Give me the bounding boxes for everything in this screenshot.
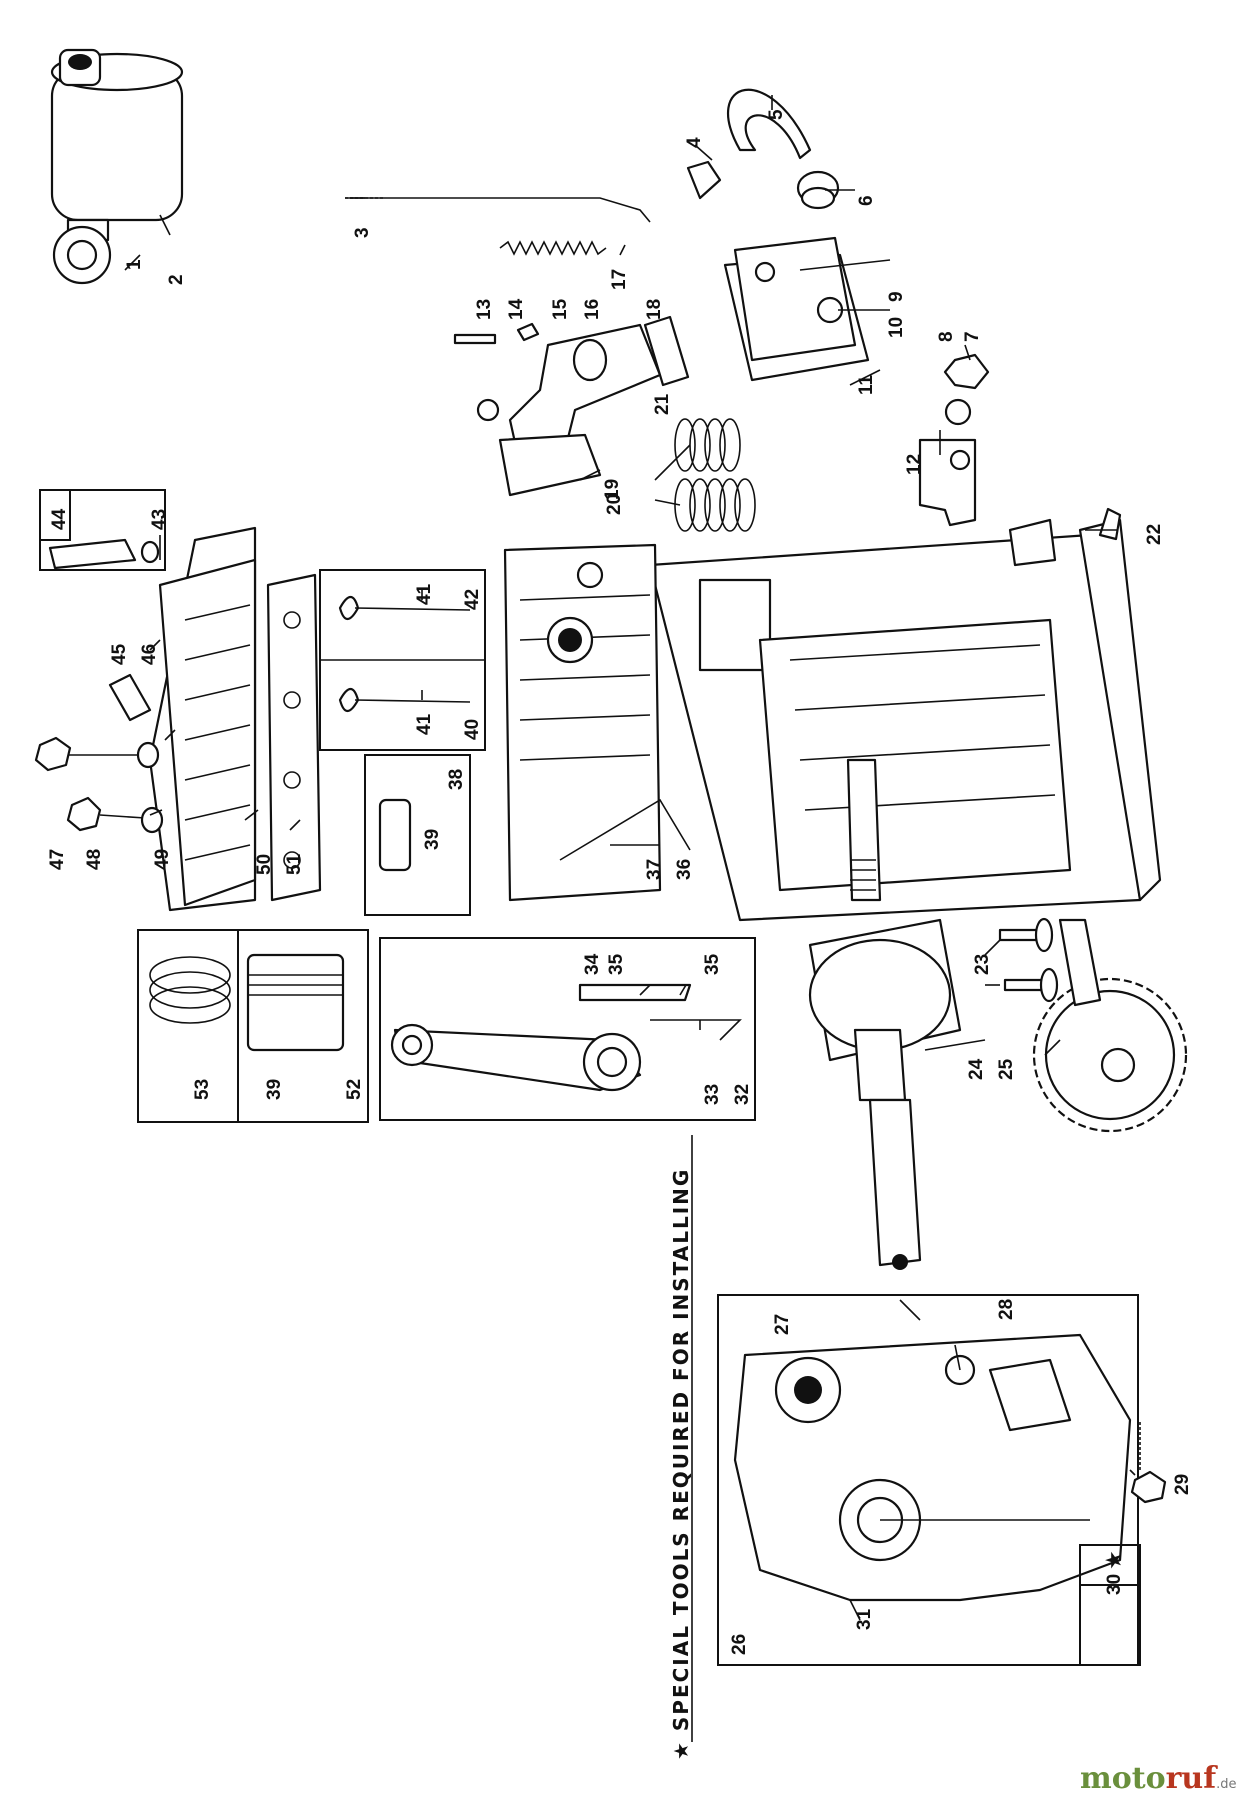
crankcase-cover-box — [717, 1294, 1139, 1666]
label-3: 3 — [352, 227, 373, 238]
label-15: 15 — [550, 298, 571, 320]
label-16: 16 — [582, 299, 603, 320]
leader-lines — [124, 95, 1136, 1621]
bolt-29 — [1130, 1420, 1167, 1504]
label-13: 13 — [474, 299, 495, 320]
label-49: 49 — [152, 849, 173, 870]
piston-pin-box — [364, 754, 471, 916]
crankshaft — [808, 758, 962, 1270]
callout-labels: 1 2 3 4 5 6 7 8 9 10 11 12 13 14 15 16 1… — [47, 109, 1193, 1655]
cylinder-head — [108, 526, 322, 912]
label-41b: 41 — [414, 713, 435, 735]
label-31: 31 — [854, 1608, 875, 1630]
label-53: 53 — [192, 1079, 213, 1100]
label-52: 52 — [344, 1079, 365, 1100]
air-cleaner-assembly — [50, 48, 184, 285]
cylinder-block — [503, 507, 1162, 922]
label-5: 5 — [766, 109, 787, 120]
watermark-logo: motoruf.de — [1080, 1761, 1237, 1796]
bolt-7 — [943, 353, 990, 426]
label-17: 17 — [609, 269, 630, 290]
label-47: 47 — [47, 849, 68, 870]
label-9: 9 — [886, 291, 907, 302]
connecting-rod-box — [379, 937, 756, 1121]
label-51: 51 — [284, 853, 305, 875]
special-tool-30-box — [1079, 1544, 1141, 1666]
label-29: 29 — [1172, 1474, 1193, 1495]
label-20: 20 — [604, 494, 625, 515]
label-38: 38 — [446, 769, 467, 790]
label-41a: 41 — [414, 583, 435, 605]
label-30: 30 ★ — [1104, 1552, 1125, 1595]
label-10: 10 — [886, 317, 907, 338]
valve-tappets — [998, 917, 1059, 1003]
label-28: 28 — [996, 1299, 1017, 1320]
spark-plug-box — [39, 489, 166, 571]
valve-springs — [674, 418, 756, 532]
label-23: 23 — [972, 954, 993, 975]
label-6: 6 — [856, 195, 877, 206]
label-25: 25 — [996, 1058, 1017, 1080]
label-14: 14 — [506, 298, 527, 320]
label-18: 18 — [644, 299, 665, 320]
camshaft-gear — [1032, 918, 1188, 1133]
label-22: 22 — [1144, 524, 1165, 545]
breather-tube — [686, 88, 840, 210]
label-21: 21 — [652, 393, 673, 415]
label-24: 24 — [966, 1058, 987, 1080]
label-35b: 35 — [702, 953, 723, 975]
label-50: 50 — [254, 854, 275, 875]
label-32: 32 — [732, 1084, 753, 1105]
breather-assembly — [723, 236, 870, 382]
label-19: 19 — [602, 479, 623, 500]
label-39a: 39 — [422, 829, 443, 850]
label-48: 48 — [84, 849, 105, 870]
label-33: 33 — [702, 1084, 723, 1105]
valve-box — [319, 569, 486, 751]
piston-box — [137, 929, 369, 1123]
governor-spring — [499, 240, 607, 256]
label-37: 37 — [644, 859, 665, 880]
label-43: 43 — [149, 509, 170, 530]
label-34: 34 — [582, 953, 603, 975]
head-bolts — [34, 736, 164, 834]
label-8: 8 — [936, 331, 957, 342]
intake-elbow-assembly — [453, 315, 690, 497]
label-44: 44 — [49, 508, 70, 530]
label-46: 46 — [139, 644, 160, 665]
label-45: 45 — [109, 643, 130, 665]
label-4: 4 — [684, 137, 705, 148]
governor-link — [345, 197, 651, 223]
label-12: 12 — [904, 454, 925, 475]
bracket-12 — [918, 438, 977, 527]
special-tools-note: ★ SPECIAL TOOLS REQUIRED FOR INSTALLING — [669, 1168, 693, 1760]
label-26: 26 — [729, 1634, 750, 1655]
label-40: 40 — [462, 719, 483, 740]
label-1: 1 — [124, 259, 145, 270]
label-35a: 35 — [606, 953, 627, 975]
label-36: 36 — [674, 859, 695, 880]
label-7: 7 — [962, 331, 983, 342]
label-27: 27 — [772, 1314, 793, 1335]
label-42: 42 — [462, 589, 483, 610]
label-2: 2 — [166, 274, 187, 285]
label-39b: 39 — [264, 1079, 285, 1100]
svg-text:motoruf.de: motoruf.de — [1080, 1761, 1237, 1796]
label-11: 11 — [856, 374, 877, 395]
